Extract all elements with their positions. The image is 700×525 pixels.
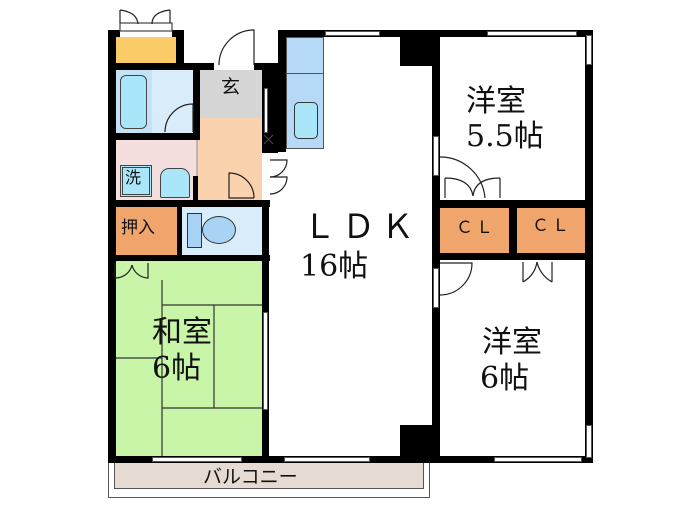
balcony: [114, 462, 424, 489]
window: [152, 457, 242, 462]
label-oshiire: 押入: [121, 218, 155, 238]
closet-oshiire: [115, 207, 177, 255]
window: [284, 457, 370, 462]
wall: [278, 30, 286, 152]
closet-2: [517, 208, 585, 253]
wall: [177, 207, 182, 255]
wall: [108, 30, 120, 37]
wall: [108, 133, 200, 140]
sink-icon: [160, 168, 190, 198]
wall: [176, 30, 184, 70]
storage-top: [116, 37, 176, 63]
label-balcony: バルコニー: [203, 466, 298, 488]
window: [263, 312, 268, 410]
wall: [432, 253, 593, 260]
wall: [193, 176, 198, 200]
toilet-tank: [187, 213, 202, 248]
wall: [585, 30, 593, 462]
wall: [108, 200, 270, 207]
sink-kitchen-icon: [294, 102, 318, 139]
label-western-room-2-name: 洋室: [482, 325, 542, 360]
wall: [108, 255, 270, 261]
window: [325, 31, 380, 36]
window: [433, 268, 439, 308]
wall: [432, 30, 440, 462]
wall: [509, 200, 517, 260]
label-japanese-room-name: 和室: [152, 315, 212, 350]
label-closet-2: ＣＬ: [532, 216, 572, 236]
closet-1: [440, 208, 509, 253]
toilet-bowl: [202, 216, 236, 244]
wall: [193, 70, 200, 140]
label-washer: 洗: [125, 168, 142, 187]
label-japanese-room-size: 6帖: [152, 351, 202, 386]
pillar: [400, 425, 432, 462]
label-western-room-1-name: 洋室: [466, 84, 526, 119]
label-closet-1: ＣＬ: [456, 218, 496, 238]
kitchen-divider: [286, 73, 324, 74]
entrance-door-gap: [214, 63, 254, 70]
label-western-room-1-size: 5.5帖: [466, 119, 544, 154]
label-ldk-size: 16帖: [300, 249, 369, 284]
label-entrance: 玄: [221, 76, 241, 98]
entrance: [200, 70, 262, 118]
japanese-room: [115, 260, 262, 460]
label-western-room-2-size: 6帖: [480, 361, 530, 396]
window: [586, 35, 592, 65]
bathtub-icon: [120, 75, 147, 129]
window: [586, 425, 592, 458]
wall: [108, 63, 286, 70]
wall: [108, 30, 116, 462]
window: [494, 457, 582, 462]
window: [264, 88, 268, 133]
washer-box: [120, 165, 152, 197]
pillar: [400, 30, 432, 66]
window: [433, 136, 439, 176]
window: [487, 31, 577, 36]
label-ldk-name: ＬＤＫ: [303, 207, 420, 246]
